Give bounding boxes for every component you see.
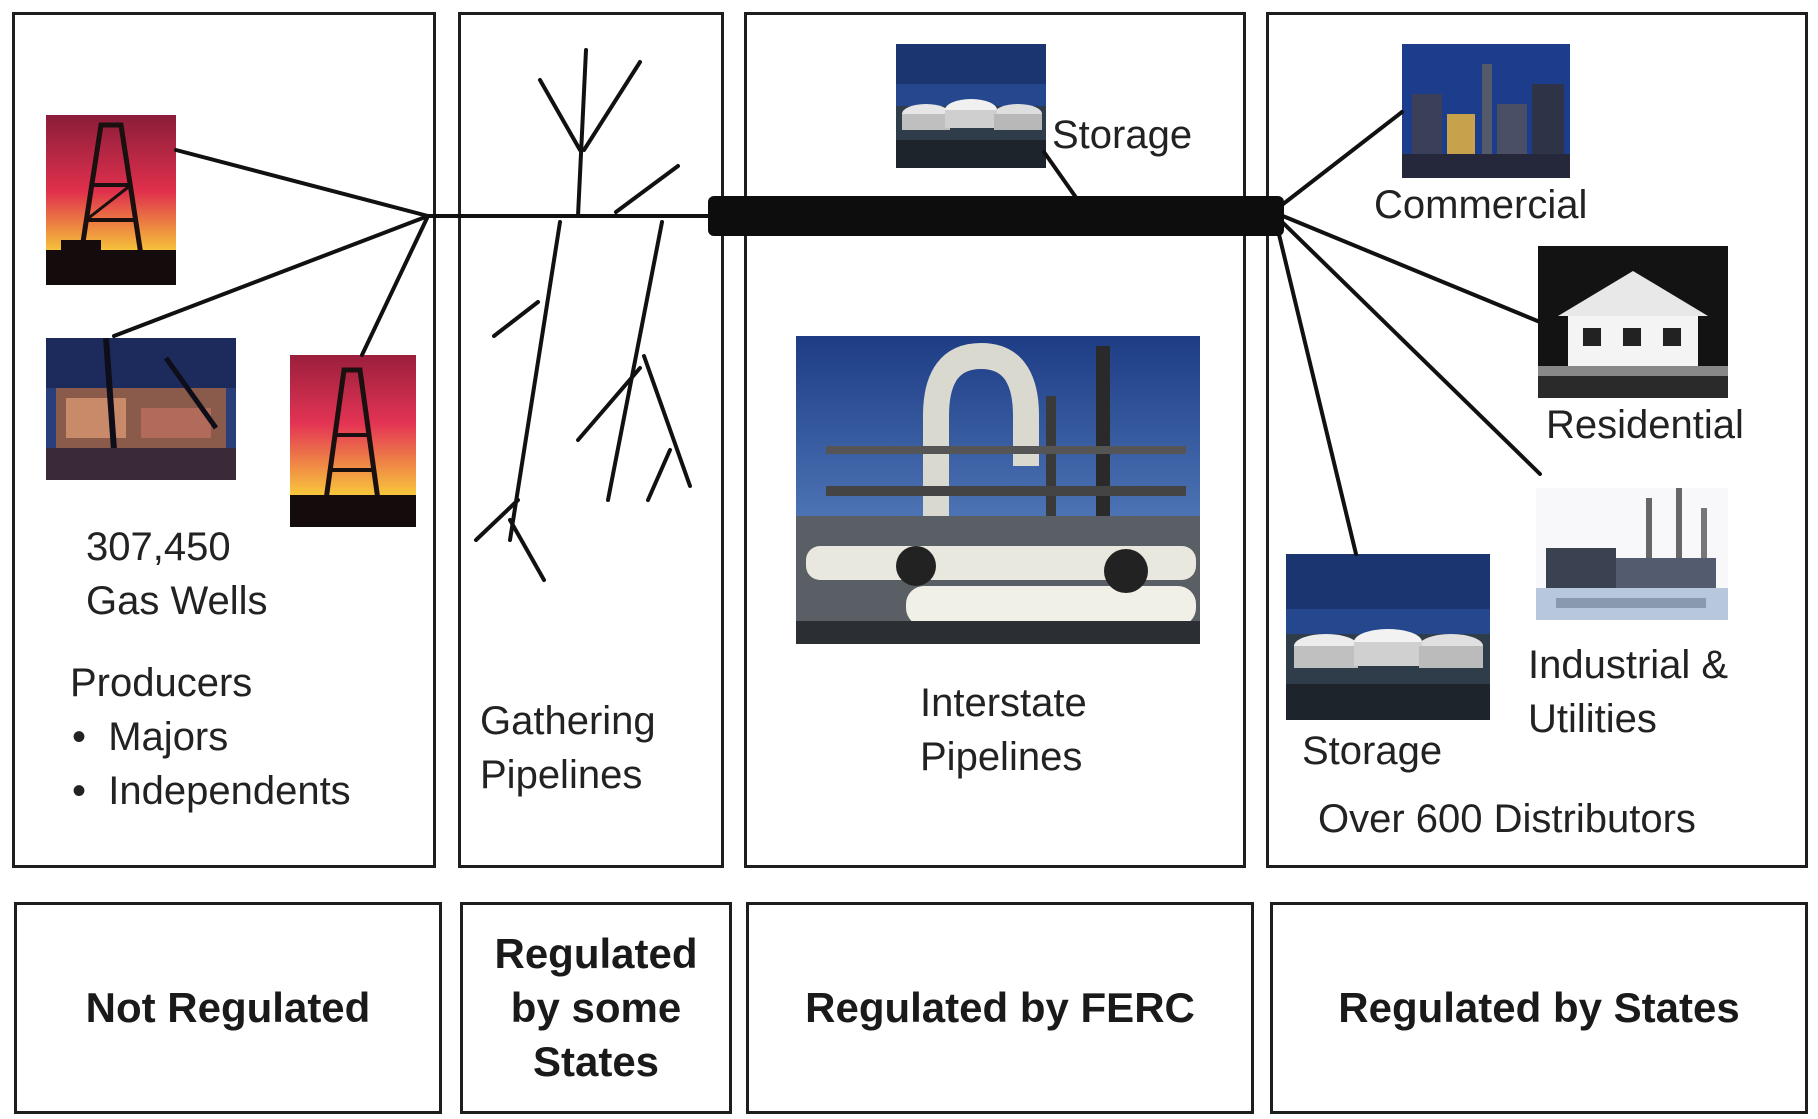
not-regulated-panel <box>14 902 442 1114</box>
producers-title: Producers <box>70 661 253 705</box>
regulation-not-regulated: Not Regulated <box>85 984 371 1031</box>
bullet-icon: • <box>72 715 109 759</box>
wells-label: Gas Wells <box>86 579 268 623</box>
gas-well-photo <box>290 355 416 527</box>
regulation-ferc: Regulated by FERC <box>805 984 1195 1031</box>
regulation-line: States <box>532 1038 660 1085</box>
residential-house-photo <box>1538 246 1728 398</box>
commercial-label: Commercial <box>1374 183 1588 227</box>
distributors-footer: Over 600 Distributors <box>1318 797 1696 841</box>
gas-rig-photo <box>46 338 236 480</box>
storage-tanks-photo <box>896 44 1046 168</box>
bullet-majors: • Majors <box>72 710 228 765</box>
regulation-states: Regulated by States <box>1338 984 1740 1031</box>
commercial-city-photo <box>1402 44 1570 178</box>
bullet-independents: • Independents <box>72 764 351 819</box>
gathering-label-2: Pipelines <box>480 753 643 797</box>
pipeline-plant-photo <box>796 336 1200 644</box>
storage-tanks-photo <box>1286 554 1490 720</box>
wells-count: 307,450 <box>86 525 231 569</box>
distributor-storage-label: Storage <box>1302 729 1443 773</box>
residential-label: Residential <box>1546 403 1744 447</box>
industrial-plant-photo <box>1536 488 1728 620</box>
bullet-icon: • <box>72 769 109 813</box>
industrial-label-2: Utilities <box>1528 697 1657 741</box>
gas-well-photo <box>46 115 176 285</box>
ferc-panel <box>746 902 1254 1114</box>
interstate-label: Interstate <box>920 681 1087 725</box>
some-states-panel <box>460 902 732 1114</box>
bullet-label: Majors <box>108 715 229 759</box>
regulation-line: Regulated <box>494 930 698 977</box>
interstate-storage-label: Storage <box>1052 113 1193 157</box>
states-panel <box>1270 902 1808 1114</box>
regulation-line: by some <box>510 984 682 1031</box>
industrial-label: Industrial & <box>1528 643 1729 687</box>
regulation-some-states: Regulated by some States <box>460 902 732 1114</box>
gathering-label: Gathering <box>480 699 656 743</box>
bullet-label: Independents <box>108 769 351 813</box>
interstate-label-2: Pipelines <box>920 735 1083 779</box>
